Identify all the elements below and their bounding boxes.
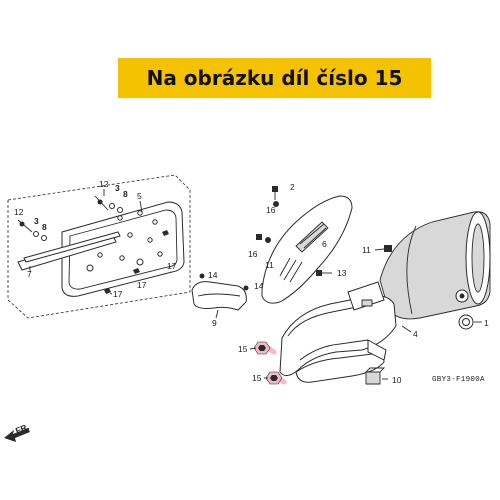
callout-3-b: 3 [34,216,39,226]
banner-text: Na obrázku díl číslo 15 [146,66,403,90]
cap-nut-15-a: 15 [238,341,277,355]
part-banner: Na obrázku díl číslo 15 [118,58,431,98]
guard-9: 14 14 9 [191,270,264,328]
callout-11: 11 [362,245,371,255]
cap-nut-15-b: 15 [252,371,287,385]
callout-12-b: 12 [14,207,24,217]
callout-5: 5 [137,191,142,201]
callout-6: 6 [322,239,327,249]
bolts-group-a [17,195,169,294]
callout-15-b: 15 [252,373,262,383]
callout-17-b: 17 [137,280,147,290]
bolts-upper: 2 16 16 11 [248,182,295,270]
exhaust-pipe [279,281,397,383]
bolt-13: 13 [316,268,347,278]
gasket-1: 1 [458,314,489,330]
callout-17-c: 17 [113,289,123,299]
front-arrow-icon: FR. [4,421,30,442]
callout-14-b: 14 [254,281,264,291]
callout-16-a: 16 [266,205,276,215]
callouts-left: 12 3 8 5 12 3 8 7 17 17 17 [14,179,177,299]
callout-2-b: 11 [265,260,274,270]
callout-13: 13 [337,268,347,278]
callout-10: 10 [392,375,402,385]
callout-12-a: 12 [99,179,109,189]
callout-3-a: 3 [115,183,120,193]
diagram-code: GBY3-F1900A [432,376,485,384]
callout-8-b: 8 [42,222,47,232]
callout-15-a: 15 [238,344,248,354]
muffler-4: 4 [379,211,491,339]
callout-4: 4 [413,329,418,339]
heat-shield-6: 6 [261,195,353,304]
callout-7: 7 [27,269,32,279]
front-label: FR. [14,421,30,435]
callout-17-a: 17 [167,261,177,271]
callout-8-a: 8 [123,189,128,199]
heat-shield-group-outline [7,174,191,319]
callout-9: 9 [212,318,217,328]
callout-14-a: 14 [208,270,218,280]
callout-16-b: 16 [248,249,258,259]
callout-2-a: 2 [290,182,295,192]
callout-1: 1 [484,318,489,328]
heat-shield-plate-5 [61,201,185,297]
bracket-7 [17,231,121,271]
cap-10: 10 [365,367,402,385]
bolt-11: 11 [362,245,392,255]
